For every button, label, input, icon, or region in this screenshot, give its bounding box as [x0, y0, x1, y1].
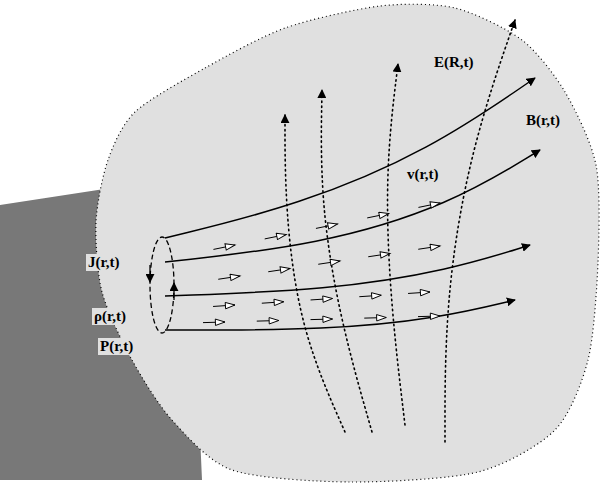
- magnetic-field-line: [165, 150, 540, 262]
- velocity-arrow: [203, 322, 225, 324]
- electric-field-line: [445, 20, 515, 442]
- electric-field-label: E(R,t): [432, 54, 476, 71]
- current-arrow: [149, 265, 150, 282]
- electric-field-line: [321, 90, 372, 432]
- current-loop: [150, 237, 174, 333]
- velocity-arrow: [316, 224, 338, 228]
- velocity-arrow: [262, 302, 284, 303]
- velocity-arrow: [318, 261, 340, 264]
- magnetic-field-line: [165, 78, 535, 238]
- velocity-arrow: [257, 320, 279, 322]
- velocity-arrow: [418, 246, 440, 249]
- velocity-arrow: [265, 235, 287, 239]
- velocity-arrow: [368, 254, 390, 257]
- current-arrow: [173, 283, 174, 300]
- velocity-arrow: [213, 245, 235, 249]
- magnetic-field-line: [165, 245, 530, 296]
- velocity-arrow: [408, 292, 430, 293]
- velocity-arrow: [311, 319, 333, 321]
- velocity-arrow: [213, 305, 235, 306]
- velocity-arrow: [418, 203, 440, 207]
- charge-density-label: ρ(r,t): [92, 308, 128, 325]
- velocity-arrow: [218, 276, 240, 279]
- plasma-region: [96, 4, 599, 482]
- electric-field-line: [388, 64, 405, 425]
- pressure-label: P(r,t): [98, 338, 135, 355]
- velocity-arrow: [359, 295, 381, 296]
- magnetic-field-label: B(r,t): [524, 112, 562, 129]
- magnetic-field-line: [165, 300, 515, 330]
- current-label: J(r,t): [86, 254, 122, 271]
- electric-field-line: [285, 115, 345, 432]
- velocity-arrow: [367, 214, 389, 218]
- velocity-arrow: [418, 316, 440, 318]
- velocity-arrow: [268, 269, 290, 272]
- velocity-arrow: [364, 317, 386, 319]
- velocity-arrow: [311, 299, 333, 300]
- velocity-label: v(r,t): [405, 166, 441, 183]
